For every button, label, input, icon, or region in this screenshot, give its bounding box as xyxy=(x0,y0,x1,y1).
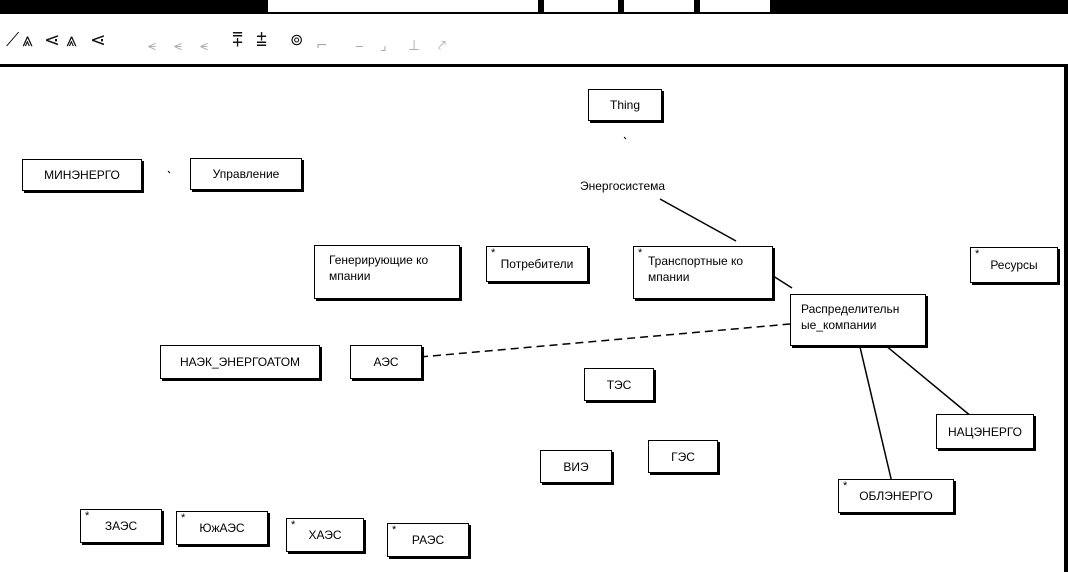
camera-icon[interactable]: ⊚ xyxy=(290,30,304,49)
node-label-line1: Генерирующие ко xyxy=(329,253,429,267)
node-label-line1: Транспортные ко xyxy=(648,254,744,268)
node-ges[interactable]: ГЭС xyxy=(648,440,718,473)
node-oblenergo[interactable]: * ОБЛЭНЕРГО xyxy=(838,479,954,513)
edge-aes-distribution xyxy=(419,323,791,358)
node-nazk-energoatom[interactable]: НАЭК_ЭНЕРГОАТОМ xyxy=(160,345,320,379)
node-raes[interactable]: * РАЭС xyxy=(387,523,469,557)
hide-subclasses-icon[interactable]: ⋖ xyxy=(44,29,60,51)
node-marker: * xyxy=(181,512,186,524)
node-label: НАЦЭНЕРГО xyxy=(947,424,1022,439)
node-upravlenie[interactable]: Управление xyxy=(190,158,302,190)
node-marker: * xyxy=(975,248,980,260)
window-top-bar xyxy=(0,0,1068,14)
top-bar-segment xyxy=(544,0,618,12)
expand-superclasses-icon[interactable]: ⩓ xyxy=(66,29,77,51)
node-label-line2: ые_компании xyxy=(801,318,877,332)
node-label: ХАЭС xyxy=(308,528,342,542)
node-label: МИНЭНЕРГО xyxy=(44,168,120,182)
top-bar-segment xyxy=(700,0,770,12)
edge-energy-transport xyxy=(659,198,737,242)
top-bar-segment xyxy=(624,0,694,12)
node-label: ГЭС xyxy=(671,449,695,464)
show-relations-icon[interactable]: ⪪ xyxy=(148,38,156,54)
node-label: ЮжАЭС xyxy=(199,521,245,535)
node-label: Thing xyxy=(609,98,641,112)
node-vie[interactable]: ВИЭ xyxy=(540,450,612,483)
export-icon[interactable]: ⌟ xyxy=(380,38,387,54)
node-label: Ресурсы xyxy=(990,258,1038,272)
edge-fragment xyxy=(167,170,171,174)
node-label: АЭС xyxy=(373,355,399,369)
zoom-in-icon[interactable]: ⩱ xyxy=(232,29,244,51)
edge-fragment xyxy=(623,136,627,140)
node-marker: * xyxy=(392,524,397,536)
node-consumers[interactable]: * Потребители xyxy=(486,246,588,282)
zoom-out-icon[interactable]: ⩲ xyxy=(256,29,268,51)
node-label: ОБЛЭНЕРГО xyxy=(859,489,933,503)
node-yuzhaes[interactable]: * ЮжАЭС xyxy=(176,511,268,545)
node-marker: * xyxy=(491,247,496,259)
node-transport-companies[interactable]: * Транспортные ко мпании xyxy=(633,246,773,299)
window-frame-edge xyxy=(1064,64,1068,572)
graph-toolbar: ⟋ ⩓ ⋖ ⩓ ⋖ ⪪ ⪪ ⪪ ⩱ ⩲ ⊚ ⌐ ⎯ ⌟ ⊥ ⤤ xyxy=(0,14,1068,67)
node-energy-system[interactable]: Энергосистема xyxy=(578,179,668,193)
node-label-line2: мпании xyxy=(648,270,690,284)
node-natsenergo[interactable]: НАЦЭНЕРГО xyxy=(936,414,1034,449)
class-tree-icon[interactable]: ⟋ xyxy=(6,29,20,51)
node-label: Управление xyxy=(212,167,280,181)
node-marker: * xyxy=(638,247,643,259)
node-resources[interactable]: * Ресурсы xyxy=(970,247,1058,283)
edge-distribution-oblenergo xyxy=(859,346,894,488)
layout-icon[interactable]: ⎯ xyxy=(356,38,363,54)
save-icon[interactable]: ⌐ xyxy=(316,38,328,54)
node-khaes[interactable]: * ХАЭС xyxy=(286,518,364,552)
node-label: Потребители xyxy=(500,257,574,271)
node-label: Энергосистема xyxy=(580,179,666,193)
node-label-line1: Распределительн xyxy=(801,302,900,316)
node-tes[interactable]: ТЭС xyxy=(584,368,654,401)
node-label: ТЭС xyxy=(606,377,632,392)
node-generating-companies[interactable]: Генерирующие ко мпании xyxy=(314,245,460,299)
node-aes[interactable]: АЭС xyxy=(350,345,422,379)
collapse-icon[interactable]: ⪪ xyxy=(200,38,208,54)
node-distribution-companies[interactable]: Распределительн ые_компании xyxy=(790,294,926,346)
graph-edges xyxy=(167,136,973,488)
top-bar-segment xyxy=(268,0,538,12)
ontology-graph-canvas[interactable]: Thing Энергосистема МИНЭНЕРГО Управление… xyxy=(0,67,1064,572)
node-label: РАЭС xyxy=(411,533,445,547)
edge-distribution-natsenergo xyxy=(884,344,973,418)
node-zaes[interactable]: * ЗАЭС xyxy=(80,509,162,543)
node-thing[interactable]: Thing xyxy=(588,89,662,121)
node-marker: * xyxy=(291,519,296,531)
expand-subclasses-icon[interactable]: ⩓ xyxy=(22,29,33,51)
node-marker: * xyxy=(85,510,90,522)
node-minenergo[interactable]: МИНЭНЕРГО xyxy=(22,159,142,191)
config-icon[interactable]: ⊥ xyxy=(408,38,421,54)
node-label-line2: мпании xyxy=(329,269,371,283)
node-label: ЗАЭС xyxy=(104,519,138,533)
edge-transport-distribution xyxy=(769,273,793,289)
hide-relations-icon[interactable]: ⪪ xyxy=(174,38,182,54)
node-marker: * xyxy=(843,480,848,492)
hide-superclasses-icon[interactable]: ⋖ xyxy=(90,29,106,51)
node-label: ВИЭ xyxy=(563,459,589,474)
node-label: НАЭК_ЭНЕРГОАТОМ xyxy=(179,355,301,369)
edit-icon[interactable]: ⤤ xyxy=(438,38,446,54)
